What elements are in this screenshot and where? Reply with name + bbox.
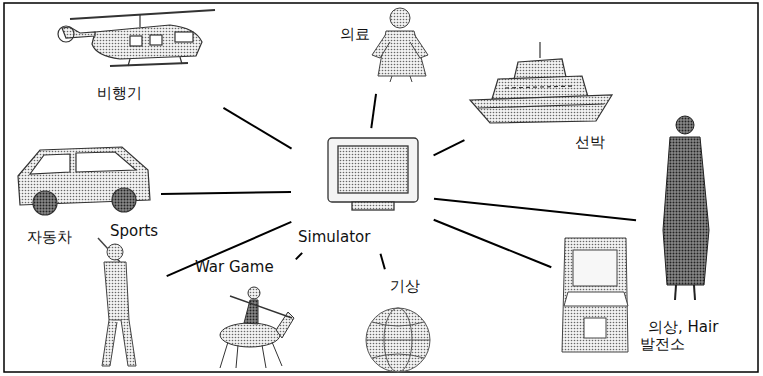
node-label: 자동차	[27, 228, 72, 247]
globe-picture	[366, 308, 430, 372]
connector-line	[161, 192, 291, 194]
medical-node: 의료	[335, 5, 430, 90]
connector-line	[167, 222, 292, 276]
node-label: War Game	[195, 258, 274, 276]
doctor-picture	[372, 8, 428, 82]
connector-line	[434, 140, 465, 155]
frame-border	[4, 3, 758, 372]
helicopter-picture	[58, 10, 215, 66]
connector-line	[296, 253, 302, 260]
connector-line	[434, 199, 636, 221]
woman-picture	[663, 116, 709, 300]
van-picture	[18, 147, 150, 215]
ship-picture	[470, 42, 612, 123]
connector-line	[434, 220, 552, 267]
connector-line	[371, 94, 376, 128]
node-label: 비행기	[97, 84, 142, 103]
cabinet-picture	[562, 238, 628, 352]
aircraft-node: 비행기	[60, 8, 220, 108]
connector-line	[223, 108, 291, 149]
golfer-picture	[98, 238, 136, 366]
connector-line	[380, 254, 384, 269]
simulator-node: Simulator	[295, 132, 430, 250]
ship-node: 선박	[468, 52, 613, 152]
node-label: 의상, Hair	[648, 318, 718, 337]
war-game-picture	[220, 287, 294, 368]
node-label: Simulator	[298, 228, 370, 246]
node-label: 선박	[575, 133, 605, 152]
power-plant-node: 발전소	[555, 230, 685, 360]
fashion-node: 의상, Hair	[640, 110, 720, 340]
computer-picture	[328, 138, 418, 210]
node-label: Sports	[110, 222, 158, 240]
node-label: 발전소	[640, 335, 685, 354]
sports-node: Sports	[88, 218, 163, 370]
war-game-node: War Game	[193, 255, 293, 372]
node-label: 기상	[390, 277, 420, 296]
weather-node: 기상	[355, 273, 445, 371]
node-label: 의료	[340, 25, 370, 44]
